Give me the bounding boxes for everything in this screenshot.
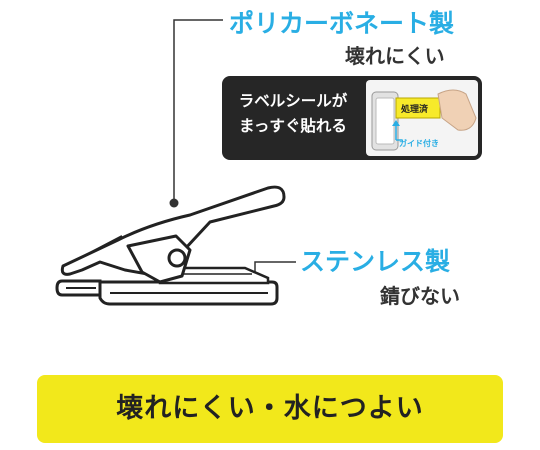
polycarbonate-subtitle: 壊れにくい	[345, 44, 445, 68]
polycarbonate-leader-line	[173, 19, 223, 203]
label-callout-line2: まっすぐ貼れる	[239, 117, 347, 135]
sticker-text: 処理済	[401, 105, 429, 115]
clip-upper-lever	[60, 185, 286, 280]
polycarbonate-title: ポリカーボネート製	[229, 9, 455, 38]
label-callout-text: ラベルシールが まっすぐ貼れる	[222, 89, 364, 139]
bottom-banner: 壊れにくい・水につよい	[37, 375, 503, 443]
label-photo-illustration	[371, 89, 477, 151]
hinge-pin	[167, 248, 187, 268]
bottom-banner-text: 壊れにくい・水につよい	[116, 393, 424, 424]
guide-text: ガイド付き	[399, 139, 439, 148]
label-callout-box: ラベルシールが まっすぐ貼れる 処理済 ガイド付き	[222, 76, 482, 160]
stainless-title: ステンレス製	[300, 247, 451, 276]
label-photo: 処理済 ガイド付き	[366, 80, 478, 156]
label-callout-line1: ラベルシールが	[238, 92, 348, 110]
finger-shape	[437, 89, 477, 131]
clip-hinge	[126, 234, 192, 284]
polycarbonate-leader-dot	[169, 198, 179, 208]
stainless-subtitle: 錆びない	[380, 284, 460, 308]
